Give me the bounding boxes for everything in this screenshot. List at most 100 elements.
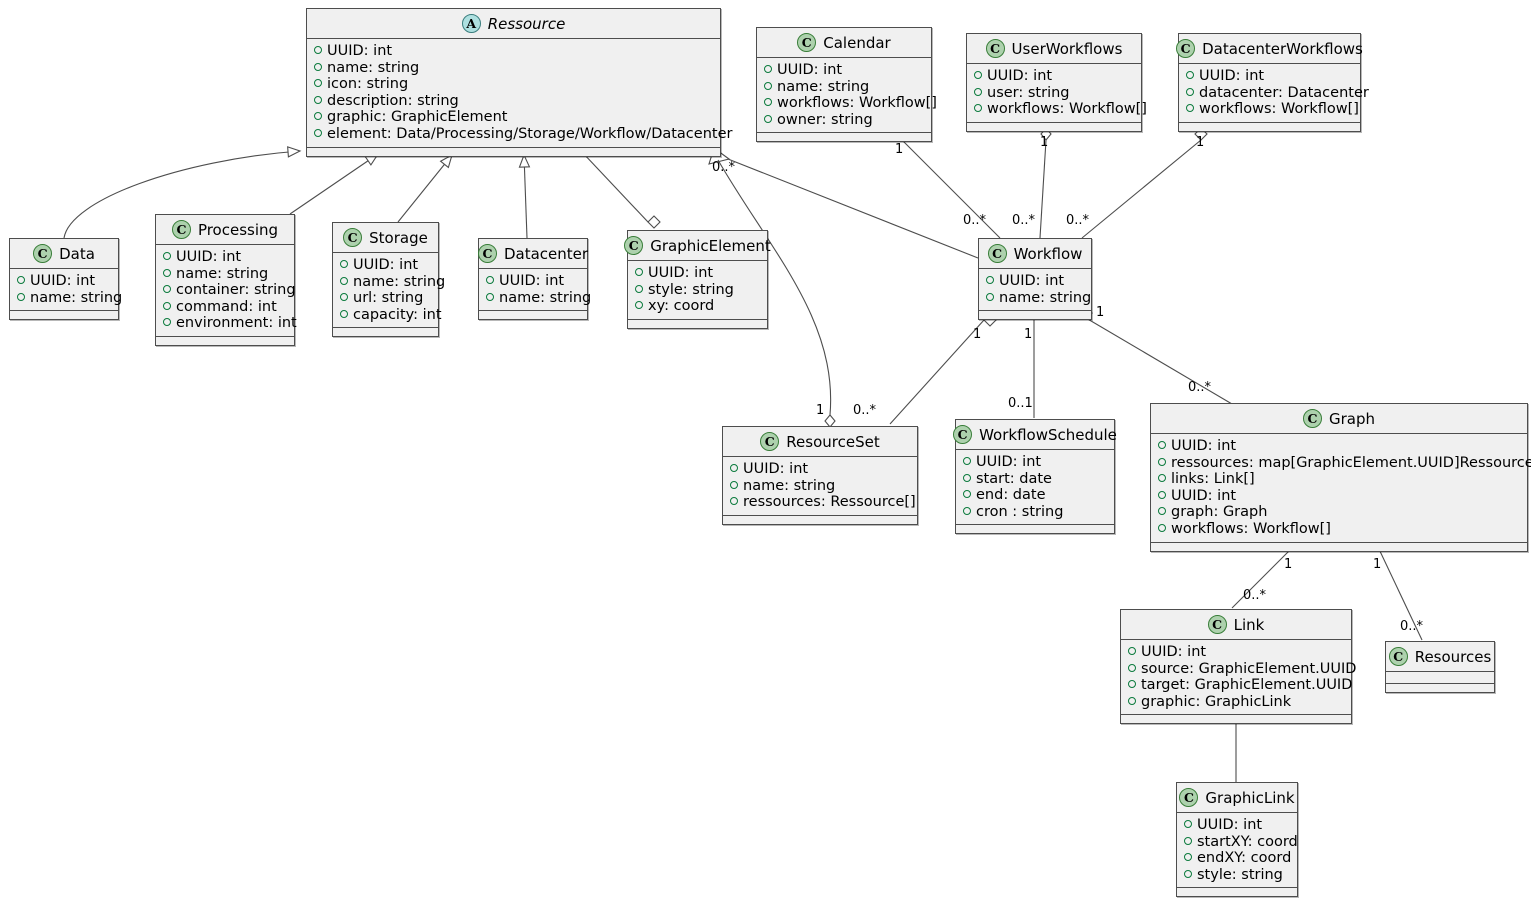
attribute-text: UUID: int	[1199, 68, 1265, 84]
attribute-row: endXY: coord	[1184, 850, 1291, 867]
public-visibility-icon	[764, 81, 772, 90]
attribute-text: UUID: int	[1171, 487, 1237, 504]
attribute-text: style: string	[648, 281, 734, 298]
attribute-row: target: GraphicElement.UUID	[1128, 677, 1352, 694]
public-visibility-icon	[1186, 87, 1194, 96]
attribute-row: style: string	[635, 282, 760, 299]
attribute-text: UUID: int	[743, 461, 809, 477]
public-visibility-icon	[963, 490, 971, 499]
class-icon: C	[33, 244, 53, 263]
methods-compartment-calendar	[757, 133, 931, 142]
public-visibility-icon	[486, 292, 494, 301]
attribute-row: source: GraphicElement.UUID	[1128, 661, 1356, 678]
methods-compartment-ressource	[307, 147, 720, 156]
public-visibility-icon	[340, 293, 348, 302]
multiplicity-label: 0..*	[853, 403, 877, 418]
attribute-row: datacenter: Datacenter	[1186, 85, 1369, 102]
public-visibility-icon	[974, 71, 982, 79]
class-name-ressource: Ressource	[487, 14, 566, 33]
class-name-data: Data	[59, 244, 95, 263]
attribute-row: UUID: int	[730, 461, 910, 478]
attribute-row: name: string	[17, 290, 122, 307]
attribute-row: UUID: int	[1186, 68, 1353, 85]
attribute-text: user: string	[987, 84, 1070, 101]
attribute-row: ressources: Ressource[]	[730, 494, 916, 511]
edge-datacenterworkflows-workflow	[1081, 139, 1202, 239]
class-name-graphiclink: GraphicLink	[1205, 788, 1295, 807]
attribute-row: graphic: GraphicElement	[314, 109, 713, 126]
class-icon: C	[1302, 409, 1322, 428]
attribute-text: description: string	[327, 92, 459, 109]
attribute-row: url: string	[340, 290, 431, 307]
attribute-text: UUID: int	[987, 68, 1053, 84]
attribute-row: UUID: int	[1128, 644, 1344, 661]
public-visibility-icon	[340, 309, 348, 318]
attribute-text: UUID: int	[30, 273, 96, 289]
class-name-workflowschedule: WorkflowSchedule	[979, 425, 1117, 444]
attribute-row: workflows: Workflow[]	[974, 101, 1147, 118]
public-visibility-icon	[974, 104, 982, 113]
attribute-text: name: string	[353, 273, 446, 290]
edge-ressource-graphicelement	[581, 151, 649, 223]
attribute-row: command: int	[163, 299, 287, 316]
attribute-text: UUID: int	[1141, 644, 1207, 660]
public-visibility-icon	[1184, 869, 1192, 878]
public-visibility-icon	[314, 95, 322, 104]
methods-compartment-workflow	[979, 311, 1091, 320]
public-visibility-icon	[1128, 680, 1136, 689]
public-visibility-icon	[635, 284, 643, 293]
class-icon: C	[987, 244, 1007, 263]
public-visibility-icon	[314, 112, 322, 121]
public-visibility-icon	[163, 318, 171, 327]
public-visibility-icon	[1128, 647, 1136, 655]
methods-compartment-link	[1121, 715, 1351, 724]
public-visibility-icon	[163, 285, 171, 294]
attribute-text: workflows: Workflow[]	[1199, 101, 1359, 118]
public-visibility-icon	[635, 268, 643, 276]
public-visibility-icon	[1128, 663, 1136, 672]
attribute-text: UUID: int	[327, 43, 393, 59]
attribute-text: UUID: int	[1197, 817, 1263, 833]
multiplicity-label: 1	[1040, 135, 1049, 150]
attribute-row: UUID: int	[974, 68, 1134, 85]
edge-processing-ressource	[289, 153, 380, 215]
attribute-text: ressources: map[GraphicElement.UUID]Ress…	[1171, 454, 1531, 471]
edge-workflow-resourceset	[889, 319, 985, 425]
attribute-row: user: string	[974, 85, 1134, 102]
class-icon: C	[477, 244, 497, 263]
attribute-row: name: string	[986, 290, 1091, 307]
attribute-text: name: string	[499, 289, 592, 306]
public-visibility-icon	[730, 464, 738, 472]
attribute-text: style: string	[1197, 866, 1283, 883]
class-name-processing: Processing	[197, 220, 279, 239]
attribute-text: cron : string	[976, 503, 1064, 520]
attribute-row: UUID: int	[163, 249, 287, 266]
